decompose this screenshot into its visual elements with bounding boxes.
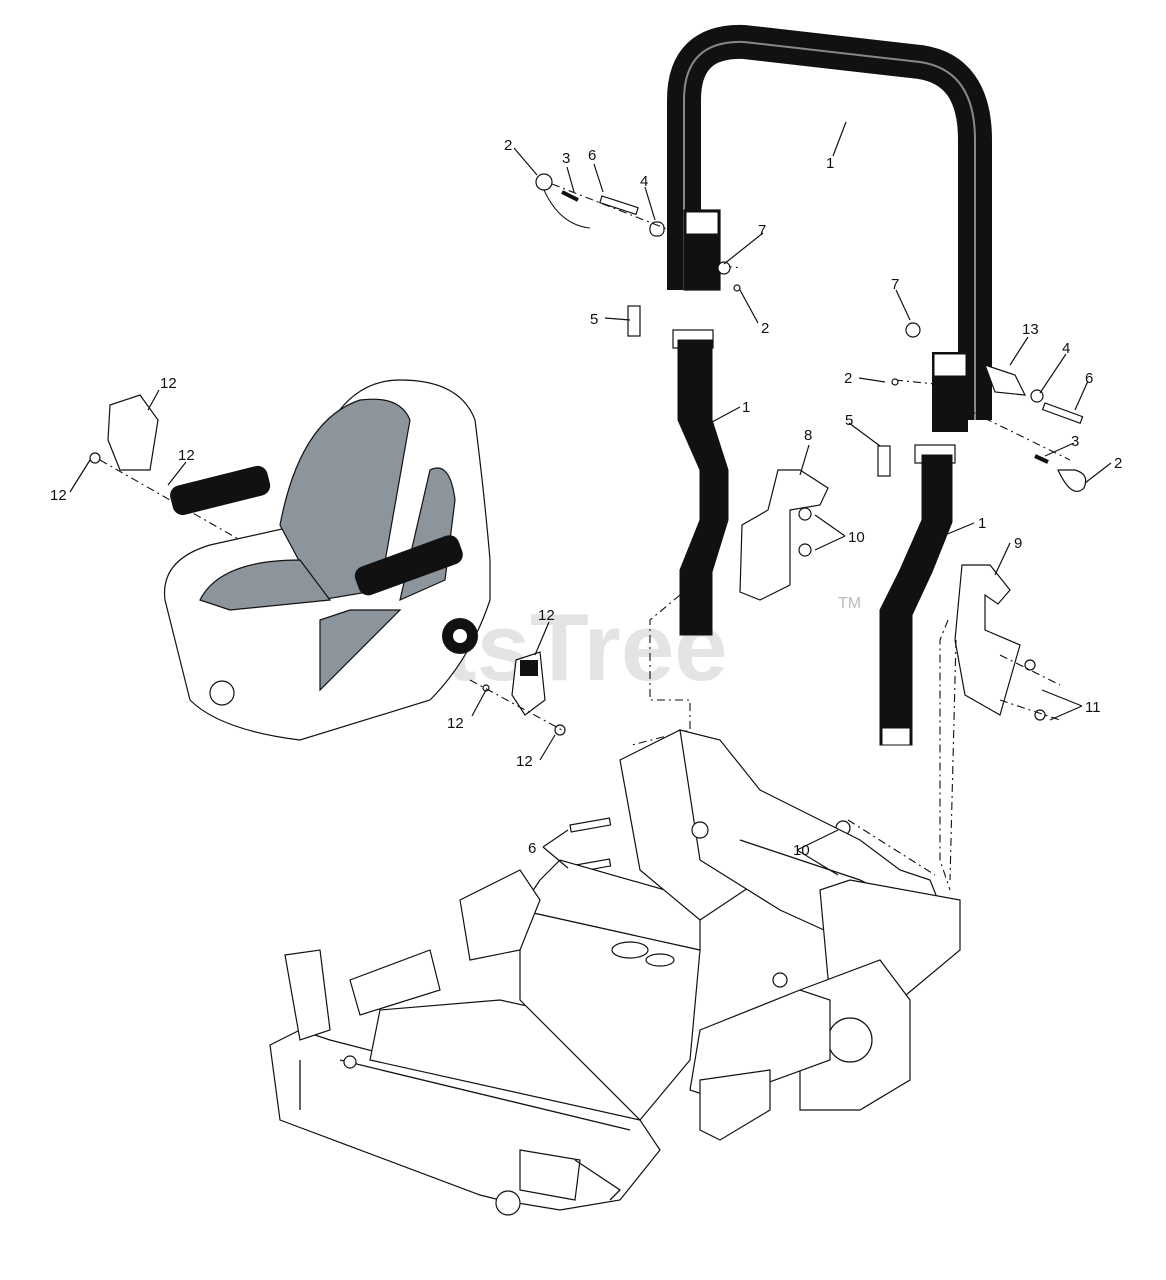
mower-frame [269, 729, 961, 1216]
callout-13-bracket: 13 [1022, 321, 1039, 338]
bracket-right [954, 564, 1061, 721]
watermark-trademark: TM [838, 595, 861, 612]
rops-upper-hoop [667, 24, 992, 432]
callout-9-bracket: 9 [1014, 535, 1022, 552]
callout-12-retractor-bolt: 12 [50, 487, 67, 504]
callout-1-left-tube: 1 [742, 399, 750, 416]
callout-6-right-bolt: 6 [1085, 370, 1093, 387]
callout-10-upper-nuts: 10 [848, 529, 865, 546]
clip-right [877, 445, 891, 477]
callout-6-frame-bolts: 6 [528, 840, 536, 857]
rops-lower-right-tube [879, 444, 956, 746]
callout-2-right-clip: 2 [844, 370, 852, 387]
callout-5-left: 5 [590, 311, 598, 328]
rops-lower-left-tube [672, 329, 729, 636]
leader-lines [69, 121, 1112, 876]
right-upper-hardware [891, 322, 1087, 492]
callout-7-right-nut: 7 [891, 276, 899, 293]
callout-2-left-pin: 2 [504, 137, 512, 154]
seat-assembly [163, 379, 491, 741]
callout-7-left-nut: 7 [758, 222, 766, 239]
callout-3-left: 3 [562, 150, 570, 167]
clip-left [627, 305, 641, 337]
callout-10-frame-nuts: 10 [793, 842, 810, 859]
bracket-left [739, 469, 829, 601]
seat-belt-retractor [89, 394, 241, 541]
callout-4-left: 4 [640, 173, 648, 190]
callout-12-retractor: 12 [160, 375, 177, 392]
callout-12-retractor-washer: 12 [178, 447, 195, 464]
callout-8-bracket: 8 [804, 427, 812, 444]
callout-12-buckle: 12 [538, 607, 555, 624]
callout-4-right: 4 [1062, 340, 1070, 357]
callout-1-upper: 1 [826, 155, 834, 172]
callout-3-right: 3 [1071, 433, 1079, 450]
callout-6-left-bolt: 6 [588, 147, 596, 164]
callout-1-right-tube: 1 [978, 515, 986, 532]
callout-2-left-clip: 2 [761, 320, 769, 337]
callout-2-right-pin: 2 [1114, 455, 1122, 472]
left-upper-hardware [535, 173, 743, 292]
callout-5-right: 5 [845, 412, 853, 429]
callout-12-buckle-bolt: 12 [516, 753, 533, 770]
callout-11-bolts: 11 [1085, 699, 1101, 716]
callout-12-buckle-washer: 12 [447, 715, 464, 732]
